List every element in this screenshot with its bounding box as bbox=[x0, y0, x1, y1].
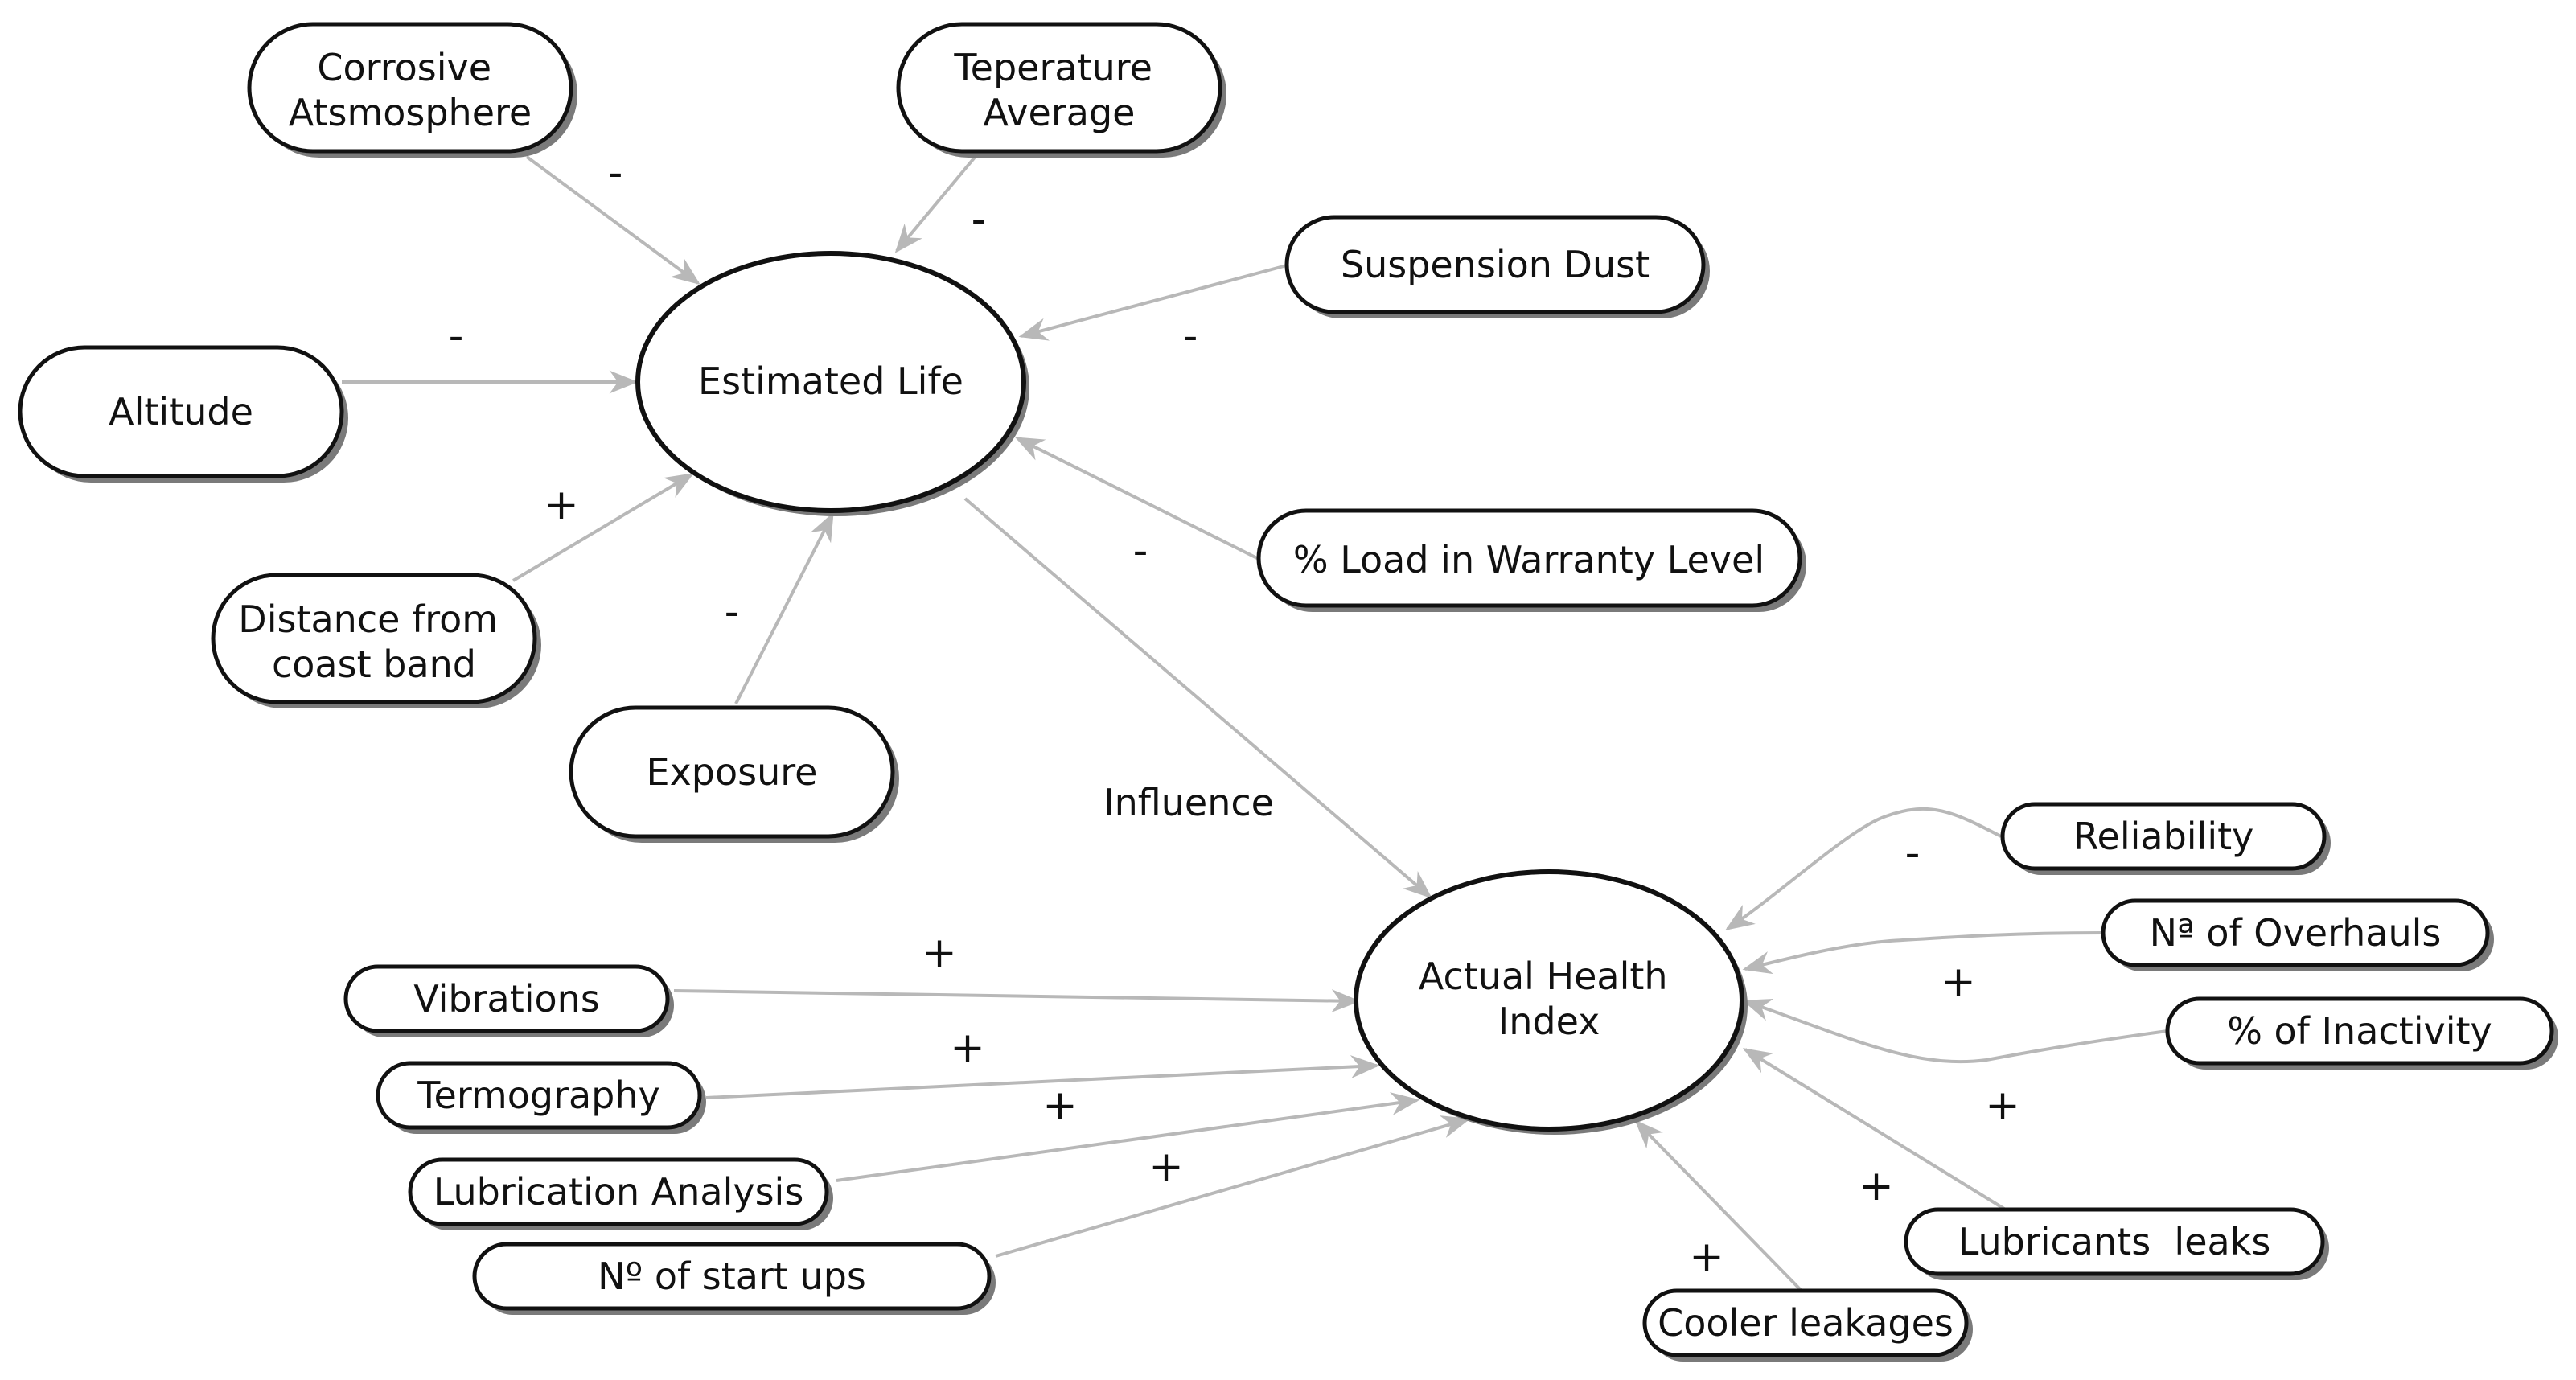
sign-corrosive: - bbox=[608, 149, 623, 197]
overhauls-label: Nª of Overhauls bbox=[2150, 911, 2442, 955]
sign-exposure: - bbox=[725, 588, 740, 636]
node-temperature-average: Teperature Average bbox=[896, 22, 1226, 158]
node-lubricants-leaks: Lubricants leaks bbox=[1904, 1207, 2329, 1280]
sign-lubricants: + bbox=[1859, 1162, 1894, 1210]
node-distance-coast-band: Distance from coast band bbox=[211, 573, 541, 708]
node-suspension-dust: Suspension Dust bbox=[1284, 215, 1710, 318]
node-termography: Termography bbox=[376, 1061, 706, 1134]
load-warranty-level-label: % Load in Warranty Level bbox=[1293, 538, 1765, 581]
sign-cooler: + bbox=[1689, 1233, 1724, 1281]
arrow-distance-to-life bbox=[512, 473, 695, 582]
sign-vibrations: + bbox=[922, 929, 957, 977]
distance-coast-band-label: Distance from coast band bbox=[238, 598, 509, 686]
sign-reliability: - bbox=[1905, 829, 1921, 877]
vibrations-label: Vibrations bbox=[413, 977, 600, 1021]
arrow-suspension-to-life bbox=[1018, 264, 1288, 341]
termography-label: Termography bbox=[417, 1074, 660, 1117]
node-overhauls: Nª of Overhauls bbox=[2101, 898, 2494, 971]
arrow-corrosive-to-life bbox=[525, 155, 700, 285]
arrow-inactivity-to-health bbox=[1742, 998, 2168, 1064]
node-exposure: Exposure bbox=[569, 705, 899, 843]
sign-overhauls: + bbox=[1941, 958, 1976, 1006]
start-ups-label: Nº of start ups bbox=[598, 1255, 866, 1298]
cooler-leakages-label: Cooler leakages bbox=[1658, 1301, 1954, 1345]
estimated-life-label: Estimated Life bbox=[698, 359, 963, 403]
sign-distance: + bbox=[544, 481, 579, 529]
node-estimated-life: Estimated Life bbox=[635, 251, 1029, 516]
arrow-lubricants-to-health bbox=[1742, 1048, 2012, 1214]
suspension-dust-label: Suspension Dust bbox=[1341, 243, 1650, 286]
node-load-warranty-level: % Load in Warranty Level bbox=[1256, 508, 1806, 612]
node-lubrication-analysis: Lubrication Analysis bbox=[408, 1157, 833, 1230]
altitude-label: Altitude bbox=[109, 390, 253, 433]
sign-temperature: - bbox=[972, 195, 987, 244]
arrow-overhauls-to-health bbox=[1742, 931, 2104, 975]
node-reliability: Reliability bbox=[2000, 802, 2331, 875]
node-vibrations: Vibrations bbox=[343, 964, 674, 1037]
sign-inactivity: + bbox=[1985, 1082, 2020, 1130]
reliability-label: Reliability bbox=[2073, 815, 2254, 858]
node-inactivity: % of Inactivity bbox=[2165, 996, 2558, 1070]
arrow-vibrations-to-health bbox=[673, 989, 1361, 1012]
corrosive-atmosphere-label: Corrosive Atsmosphere bbox=[289, 46, 532, 134]
lubricants-leaks-label: Lubricants leaks bbox=[1958, 1220, 2271, 1263]
arrow-temperature-to-life bbox=[894, 153, 979, 253]
lubrication-analysis-label: Lubrication Analysis bbox=[433, 1170, 804, 1214]
exposure-label: Exposure bbox=[647, 750, 818, 794]
sign-termography: + bbox=[950, 1024, 985, 1072]
arrow-lubrication-to-health bbox=[836, 1092, 1420, 1182]
sign-lubrication: + bbox=[1042, 1082, 1078, 1130]
influence-label: Influence bbox=[1103, 781, 1274, 824]
arrow-life-to-health bbox=[963, 497, 1432, 899]
arrow-cooler-to-health bbox=[1634, 1119, 1803, 1292]
node-altitude: Altitude bbox=[18, 345, 348, 483]
arrow-startups-to-health bbox=[995, 1115, 1471, 1258]
sign-startups: + bbox=[1148, 1143, 1184, 1191]
inactivity-label: % of Inactivity bbox=[2227, 1009, 2492, 1053]
node-actual-health-index: Actual Health Index bbox=[1354, 869, 1748, 1135]
node-corrosive-atmosphere: Corrosive Atsmosphere bbox=[247, 22, 577, 158]
sign-load: - bbox=[1133, 527, 1148, 575]
arrows bbox=[342, 153, 2168, 1292]
node-start-ups: Nº of start ups bbox=[472, 1242, 996, 1315]
node-cooler-leakages: Cooler leakages bbox=[1642, 1288, 1973, 1362]
temperature-average-label: Teperature Average bbox=[953, 46, 1164, 134]
arrow-exposure-to-life bbox=[734, 511, 834, 704]
arrow-termography-to-health bbox=[705, 1055, 1380, 1099]
sign-suspension: - bbox=[1183, 312, 1198, 360]
arrow-load-to-life bbox=[1014, 437, 1259, 561]
signs: - - - - - + - - + + + + + + + + bbox=[449, 149, 2020, 1281]
sign-altitude: - bbox=[449, 312, 464, 360]
arrow-reliability-to-health bbox=[1725, 807, 2002, 931]
actual-health-index-label: Actual Health Index bbox=[1419, 955, 1679, 1043]
